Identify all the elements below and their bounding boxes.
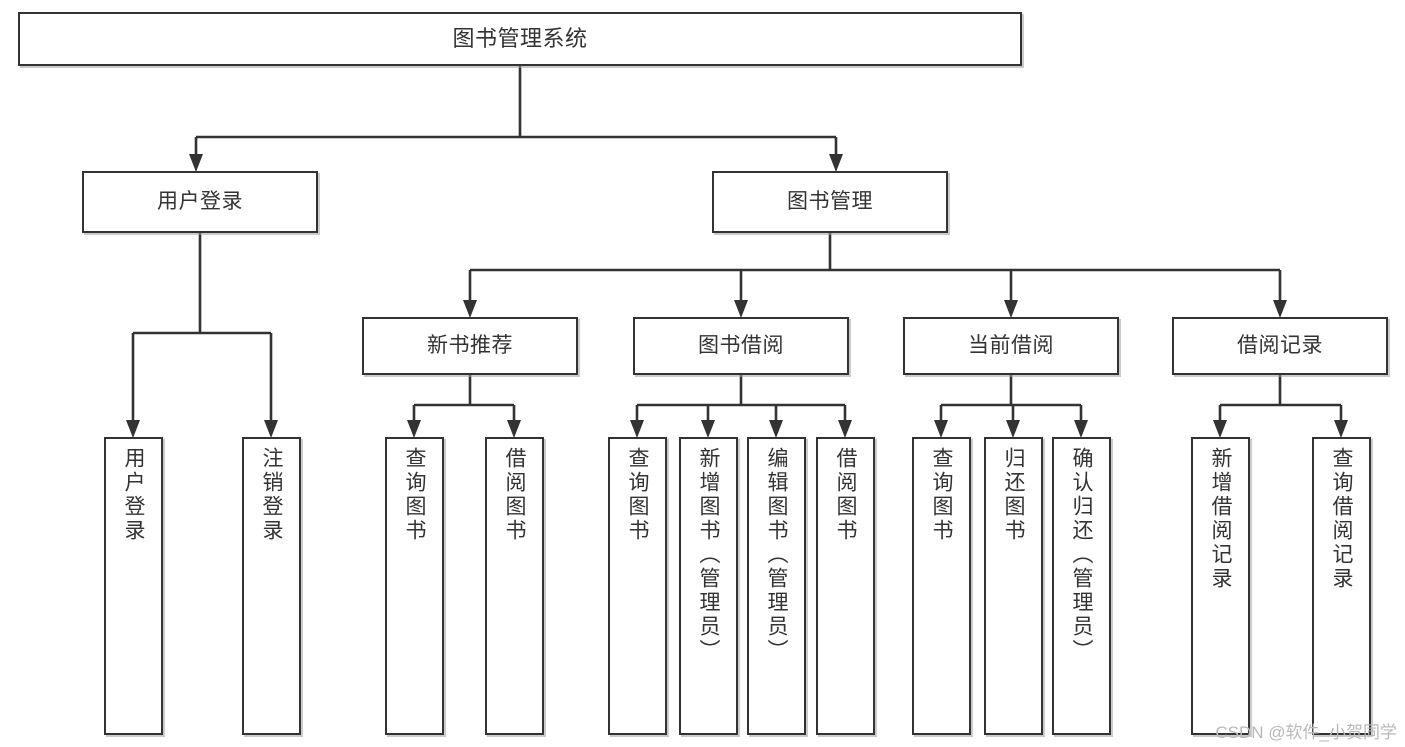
node-leaf-user-login[interactable]: 用户登录	[104, 437, 163, 735]
node-leaf-borrow-book-2-label: 借阅图书	[834, 447, 857, 543]
node-leaf-user-login-label: 用户登录	[122, 447, 145, 543]
node-book-manage[interactable]: 图书管理	[712, 171, 948, 233]
arrowhead-leaf-add-record	[1213, 420, 1227, 438]
node-leaf-return-book-label: 归还图书	[1002, 447, 1025, 543]
node-book-borrow[interactable]: 图书借阅	[633, 317, 849, 375]
node-leaf-add-book-admin[interactable]: 新增图书（管理员）	[679, 437, 738, 735]
node-leaf-confirm-return-admin[interactable]: 确认归还（管理员）	[1052, 437, 1111, 735]
node-new-book-rec-label: 新书推荐	[427, 333, 513, 357]
node-root[interactable]: 图书管理系统	[18, 12, 1022, 66]
arrowhead-leaf-return-book	[1006, 420, 1020, 438]
arrowhead-leaf-borrow-book-1	[507, 420, 521, 438]
node-leaf-edit-book-admin-label: 编辑图书（管理员）	[765, 447, 788, 663]
arrowhead-leaf-query-book-3	[934, 420, 948, 438]
node-current-borrow[interactable]: 当前借阅	[903, 317, 1119, 375]
arrowhead-leaf-user-login	[126, 420, 140, 438]
node-leaf-edit-book-admin[interactable]: 编辑图书（管理员）	[747, 437, 806, 735]
node-current-borrow-label: 当前借阅	[968, 333, 1054, 357]
arrowhead-borrow-record	[1273, 300, 1287, 318]
arrowhead-leaf-borrow-book-2	[838, 420, 852, 438]
node-borrow-record[interactable]: 借阅记录	[1172, 317, 1388, 375]
node-leaf-query-record-label: 查询借阅记录	[1330, 447, 1353, 591]
node-leaf-confirm-return-admin-label: 确认归还（管理员）	[1070, 447, 1093, 663]
node-root-label: 图书管理系统	[452, 26, 588, 52]
arrowhead-leaf-query-book-1	[407, 420, 421, 438]
node-leaf-query-book-1[interactable]: 查询图书	[385, 437, 444, 735]
node-leaf-logout-label: 注销登录	[260, 447, 283, 543]
node-leaf-query-book-1-label: 查询图书	[403, 447, 426, 543]
arrowhead-leaf-edit-book	[769, 420, 783, 438]
node-leaf-query-book-2[interactable]: 查询图书	[608, 437, 667, 735]
arrowhead-new-book-rec	[463, 300, 477, 318]
node-borrow-record-label: 借阅记录	[1237, 333, 1323, 357]
node-leaf-query-book-3-label: 查询图书	[930, 447, 953, 543]
arrowhead-leaf-query-book-2	[630, 420, 644, 438]
arrowhead-current-borrow	[1004, 300, 1018, 318]
csdn-watermark: CSDN @软件_小贺同学	[1215, 723, 1397, 742]
node-leaf-add-record-label: 新增借阅记录	[1209, 447, 1232, 591]
arrowhead-book-manage	[829, 154, 843, 172]
node-leaf-query-book-3[interactable]: 查询图书	[912, 437, 971, 735]
arrowhead-leaf-logout	[264, 420, 278, 438]
arrowhead-leaf-query-record	[1334, 420, 1348, 438]
node-leaf-return-book[interactable]: 归还图书	[984, 437, 1043, 735]
node-leaf-borrow-book-1[interactable]: 借阅图书	[485, 437, 544, 735]
arrowhead-user-login	[189, 154, 203, 172]
node-leaf-borrow-book-1-label: 借阅图书	[503, 447, 526, 543]
node-book-borrow-label: 图书借阅	[698, 333, 784, 357]
arrowhead-leaf-add-book	[701, 420, 715, 438]
node-leaf-borrow-book-2[interactable]: 借阅图书	[816, 437, 875, 735]
node-new-book-rec[interactable]: 新书推荐	[362, 317, 578, 375]
node-leaf-query-book-2-label: 查询图书	[626, 447, 649, 543]
node-leaf-add-book-admin-label: 新增图书（管理员）	[697, 447, 720, 663]
node-book-manage-label: 图书管理	[787, 189, 873, 213]
node-leaf-logout[interactable]: 注销登录	[242, 437, 301, 735]
node-leaf-query-record[interactable]: 查询借阅记录	[1312, 437, 1371, 735]
node-leaf-add-record[interactable]: 新增借阅记录	[1191, 437, 1250, 735]
arrowhead-leaf-confirm-return	[1074, 420, 1088, 438]
arrowhead-book-borrow	[734, 300, 748, 318]
node-user-login-label: 用户登录	[157, 189, 243, 213]
node-user-login[interactable]: 用户登录	[82, 171, 318, 233]
